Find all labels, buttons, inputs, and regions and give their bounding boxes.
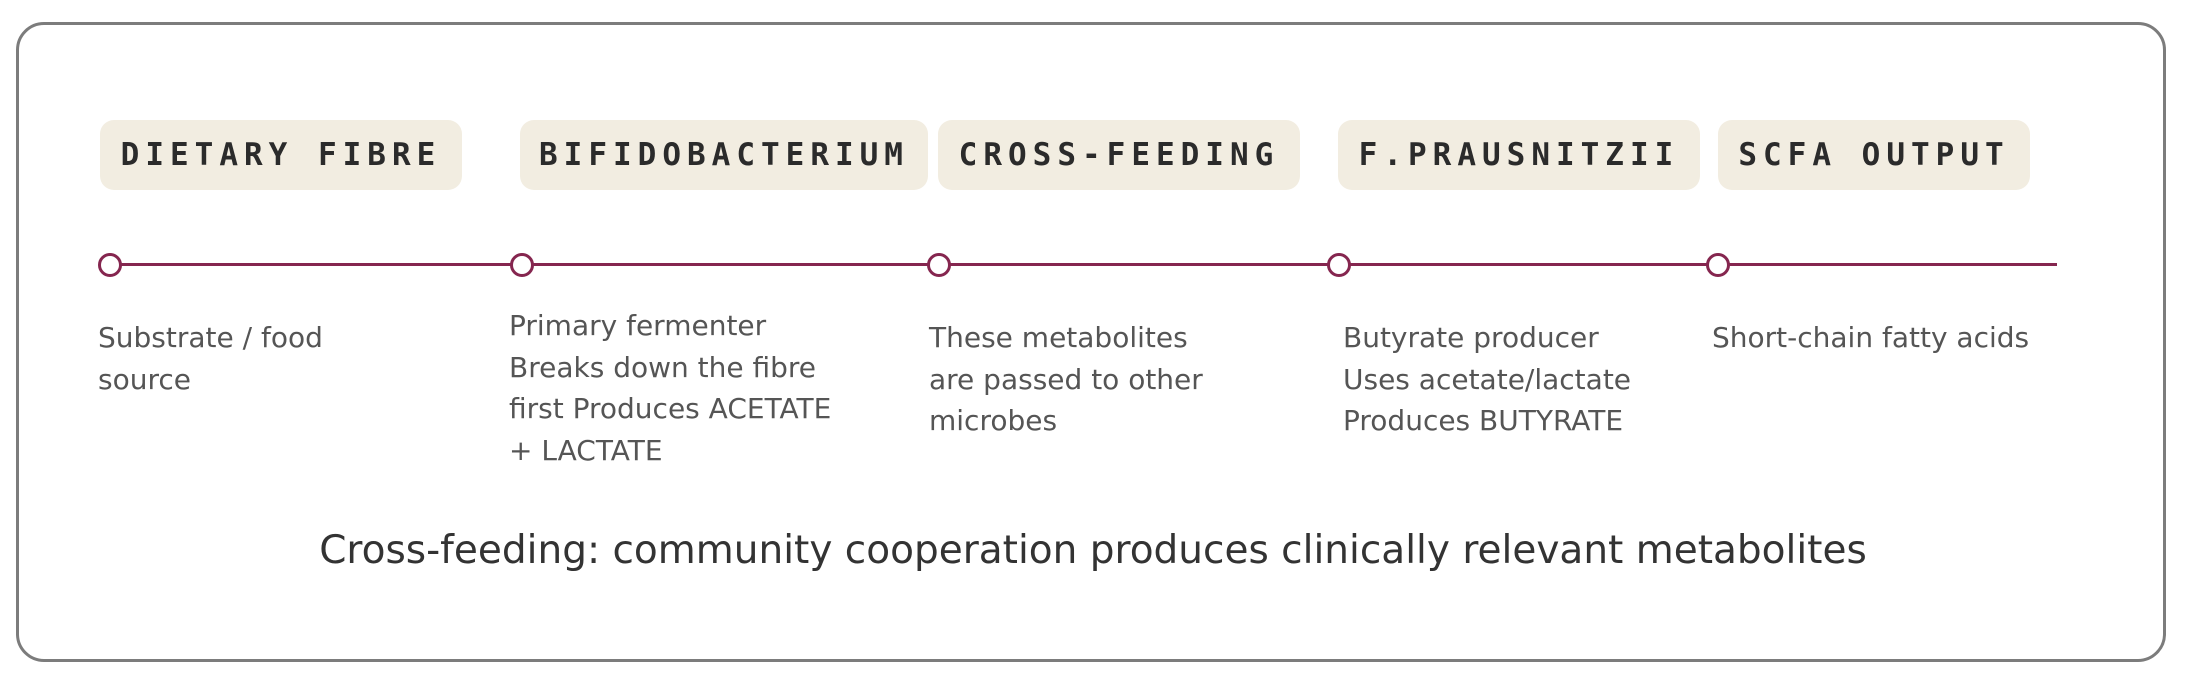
description-line: Short-chain fatty acids — [1712, 321, 2030, 354]
stage-description-dietary-fibre: Substrate / food source — [98, 317, 323, 400]
timeline-node-f-prausnitzii — [1327, 253, 1351, 277]
description-line: Primary fermenter — [509, 309, 767, 342]
timeline-node-bifidobacterium — [510, 253, 534, 277]
description-line: source — [98, 362, 191, 396]
stage-description-f-prausnitzii: Butyrate producer Uses acetate/lactate P… — [1343, 317, 1631, 442]
stage-description-cross-feeding: These metabolites are passed to other mi… — [929, 317, 1203, 442]
diagram-caption: Cross-feeding: community cooperation pro… — [319, 528, 1867, 573]
description-line: Produces BUTYRATE — [1343, 404, 1624, 437]
stage-tag-scfa-output: SCFA OUTPUT — [1718, 120, 2030, 190]
timeline-node-dietary-fibre — [98, 253, 122, 277]
description-line: Breaks down the fibre — [509, 350, 817, 384]
stage-tag-f-prausnitzii: F.PRAUSNITZII — [1338, 120, 1700, 190]
description-line: Substrate / food — [98, 321, 323, 354]
stage-description-scfa-output: Short-chain fatty acids — [1712, 317, 2029, 359]
stage-tag-bifidobacterium: BIFIDOBACTERIUM — [520, 120, 928, 190]
stage-description-bifidobacterium: Primary fermenter Breaks down the fibre … — [509, 305, 831, 471]
description-line: Butyrate producer — [1343, 321, 1599, 354]
description-line: Uses acetate/lactate — [1343, 362, 1632, 396]
timeline-line — [110, 263, 2057, 266]
stage-tag-cross-feeding: CROSS-FEEDING — [938, 120, 1300, 190]
description-line: These metabolites — [929, 321, 1188, 354]
description-line: + LACTATE — [509, 433, 663, 467]
description-line: are passed to other — [929, 362, 1203, 396]
description-line: first Produces ACETATE — [509, 392, 832, 425]
timeline-node-scfa-output — [1706, 253, 1730, 277]
timeline-node-cross-feeding — [927, 253, 951, 277]
description-line: microbes — [929, 404, 1058, 437]
stage-tag-dietary-fibre: DIETARY FIBRE — [100, 120, 462, 190]
